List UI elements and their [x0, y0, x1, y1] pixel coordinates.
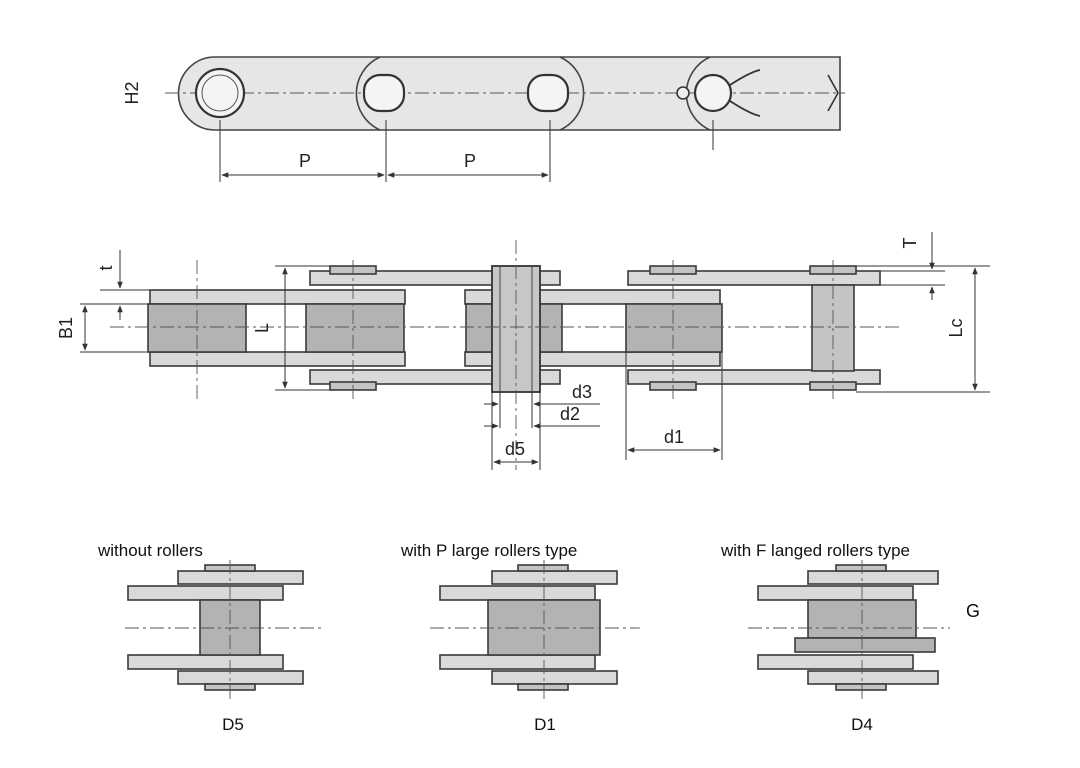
- label-h2: H2: [122, 81, 142, 104]
- roller-flange: [794, 637, 936, 653]
- label-t: t: [96, 265, 116, 270]
- roller-2: [305, 303, 405, 353]
- variant-without-rollers: without rollers D5: [97, 541, 325, 734]
- side-view: t B1 L T Lc d3 d2 d5: [56, 232, 990, 470]
- label-pitch-2: P: [464, 151, 476, 171]
- inner-plate-bottom-left: [149, 351, 406, 367]
- pin-hole-2: [362, 73, 406, 113]
- variant-title-2: with P large rollers type: [400, 541, 577, 560]
- variant-title-1: without rollers: [97, 541, 203, 560]
- variant-code-3: D4: [851, 715, 873, 734]
- inner-plate-top-left: [149, 289, 406, 305]
- label-g: G: [966, 601, 980, 621]
- outer-plate-bottom-right: [627, 369, 881, 385]
- variant-code-2: D1: [534, 715, 556, 734]
- label-lc: Lc: [946, 318, 966, 337]
- variant-flanged-rollers: with F langed rollers type D4: [720, 541, 950, 734]
- label-d3: d3: [572, 382, 592, 402]
- variant-large-rollers: with P large rollers type D1: [400, 541, 640, 734]
- top-link-strip: [177, 56, 841, 131]
- label-b1: B1: [56, 317, 76, 339]
- pin-hole-3: [526, 73, 570, 113]
- label-d1: d1: [664, 427, 684, 447]
- variant-title-3: with F langed rollers type: [720, 541, 910, 560]
- label-d5: d5: [505, 439, 525, 459]
- label-T: T: [900, 238, 920, 249]
- pin-hole-1: [194, 67, 246, 119]
- cotter-pin-icon: [693, 73, 733, 113]
- label-pitch-1: P: [299, 151, 311, 171]
- label-l: L: [252, 323, 272, 333]
- roller-4: [625, 303, 723, 353]
- top-view: P P H2: [122, 56, 845, 182]
- variant-code-1: D5: [222, 715, 244, 734]
- label-d2: d2: [560, 404, 580, 424]
